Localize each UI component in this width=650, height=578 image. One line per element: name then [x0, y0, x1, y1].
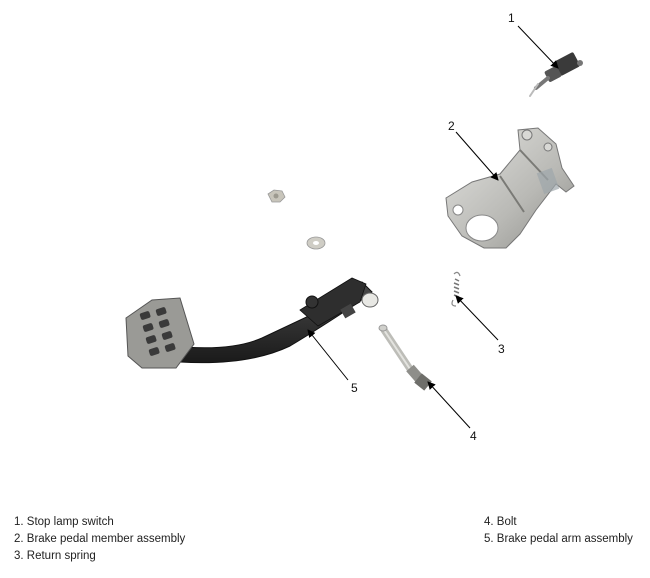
callout-4: 4: [470, 429, 477, 443]
legend-item-4: 4. Bolt: [484, 516, 517, 528]
callout-5: 5: [351, 381, 358, 395]
leader-line-3: [455, 295, 499, 341]
exploded-parts-diagram: 1 2 3 4 5: [125, 11, 583, 443]
bolt: [378, 324, 432, 391]
stop-lamp-switch: [529, 52, 583, 97]
legend-item-2: 2. Brake pedal member assembly: [14, 533, 186, 545]
parts-legend-left: 1. Stop lamp switch 2. Brake pedal membe…: [14, 514, 185, 565]
callout-1: 1: [508, 11, 515, 25]
brake-pedal-arm-assembly: [125, 277, 379, 369]
leader-line-5: [307, 329, 349, 381]
legend-item-5: 5. Brake pedal arm assembly: [484, 533, 633, 545]
return-spring: [451, 271, 461, 307]
nut: [267, 189, 286, 203]
washer: [306, 236, 326, 250]
legend-item-1: 1. Stop lamp switch: [14, 516, 114, 528]
leader-lines: [307, 25, 559, 429]
callout-3: 3: [498, 342, 505, 356]
leader-line-2: [455, 131, 499, 181]
leader-line-4: [427, 381, 471, 429]
parts-legend-right: 4. Bolt 5. Brake pedal arm assembly: [484, 514, 633, 548]
brake-pedal-member-assembly: [445, 127, 575, 249]
leader-line-1: [517, 25, 559, 69]
legend-item-3: 3. Return spring: [14, 550, 96, 562]
callout-2: 2: [448, 119, 455, 133]
